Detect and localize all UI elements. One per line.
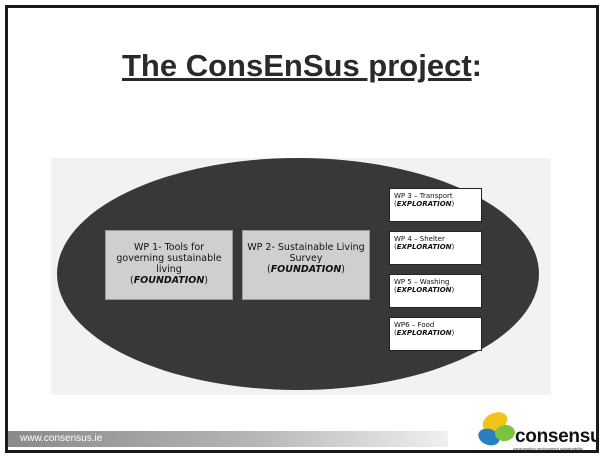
wp1-line3: living [156, 264, 182, 275]
wp5-box: WP 5 – Washing (EXPLORATION) [389, 274, 482, 308]
wp4-phase: EXPLORATION [396, 243, 452, 252]
title-text: The ConsEnSus project [122, 48, 472, 83]
wp4-label: WP 4 – Shelter [394, 235, 445, 243]
wp2-line1: WP 2- Sustainable Living [247, 242, 365, 253]
logo-tagline: consumption environment sustainability [513, 446, 583, 451]
wp2-phase: FOUNDATION [270, 263, 342, 275]
wp3-box: WP 3 – Transport (EXPLORATION) [389, 188, 482, 222]
wp1-box: WP 1- Tools for governing sustainable li… [105, 230, 233, 300]
logo-mark-icon [478, 412, 515, 446]
logo-text: consensus [515, 426, 596, 447]
wp1-line2: governing sustainable [116, 253, 222, 265]
wp6-box: WP6 – Food (EXPLORATION) [389, 317, 482, 351]
slide-title: The ConsEnSus project: [8, 48, 596, 84]
wp3-label: WP 3 – Transport [394, 192, 453, 200]
wp5-phase: EXPLORATION [396, 286, 452, 295]
wp6-label: WP6 – Food [394, 321, 435, 329]
wp5-label: WP 5 – Washing [394, 278, 450, 286]
consensus-logo: consensus consumption environment sustai… [475, 409, 596, 451]
wp6-phase: EXPLORATION [396, 329, 452, 338]
wp2-box: WP 2- Sustainable Living Survey (FOUNDAT… [242, 230, 370, 300]
footer-bar [8, 431, 448, 447]
wp3-phase: EXPLORATION [396, 200, 452, 209]
footer-url[interactable]: www.consensus.ie [20, 433, 103, 444]
workpackage-diagram: WP 1- Tools for governing sustainable li… [51, 158, 551, 395]
wp4-box: WP 4 – Shelter (EXPLORATION) [389, 231, 482, 265]
wp1-line1: WP 1- Tools for [133, 242, 205, 254]
wp2-line2: Survey [289, 252, 323, 264]
title-colon: : [471, 48, 482, 83]
slide: The ConsEnSus project: WP 1- Tools for g… [5, 5, 599, 453]
wp1-phase: FOUNDATION [133, 274, 205, 286]
